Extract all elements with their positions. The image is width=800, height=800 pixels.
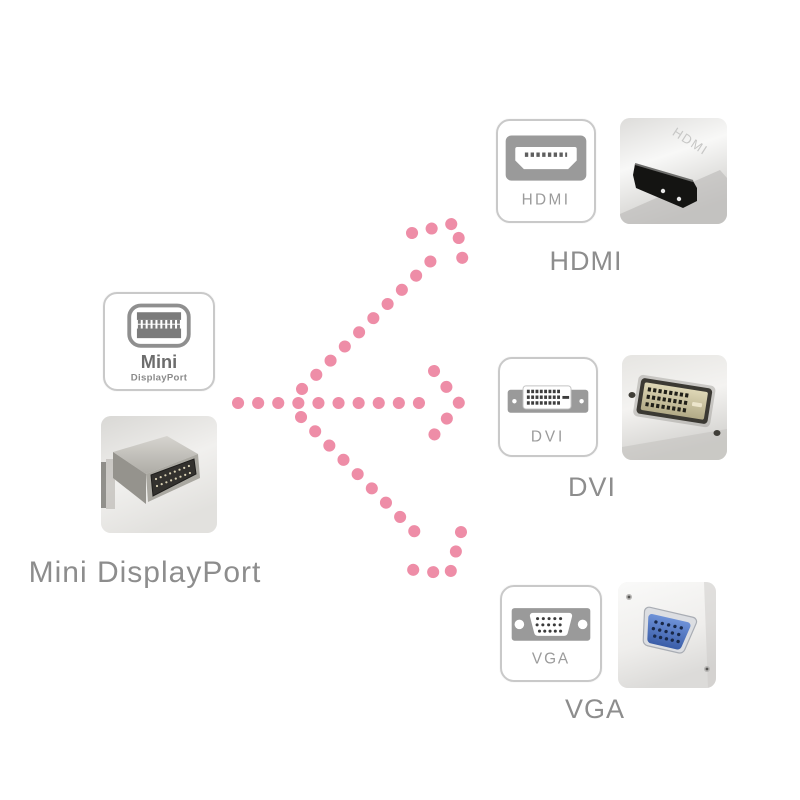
minidp-pins bbox=[136, 312, 182, 339]
hdmi-icon-card: HDMI bbox=[496, 119, 596, 223]
vga-port-icon: VGA bbox=[511, 608, 591, 668]
minidp-icon-subtitle: DisplayPort bbox=[131, 372, 188, 383]
minidp-icon-title: Mini bbox=[141, 351, 177, 372]
hdmi-icon-label: HDMI bbox=[522, 192, 571, 209]
dvi-photo bbox=[622, 355, 727, 460]
arrow-line-vga bbox=[295, 411, 430, 547]
arrowhead-dvi bbox=[428, 365, 465, 441]
hdmi-photo: HDMI bbox=[620, 118, 727, 224]
dvi-caption: DVI bbox=[567, 472, 616, 502]
hdmi-caption: HDMI bbox=[549, 246, 623, 276]
dvi-icon-pins bbox=[526, 389, 570, 405]
hdmi-port-photo: HDMI bbox=[620, 118, 727, 224]
arrow-line-hdmi bbox=[296, 242, 450, 395]
arrowhead-vga bbox=[400, 526, 467, 580]
vga-photo bbox=[618, 582, 716, 688]
dvi-icon-card: DVI bbox=[498, 357, 598, 457]
minidp-photo-pins bbox=[154, 464, 191, 488]
vga-icon-label: VGA bbox=[532, 651, 570, 668]
minidp-caption: Mini DisplayPort bbox=[28, 556, 262, 589]
minidp-photo bbox=[101, 416, 217, 533]
dvi-photo-connector bbox=[633, 374, 716, 428]
minidp-port-icon: Mini DisplayPort bbox=[127, 303, 191, 383]
vga-port-photo bbox=[618, 582, 716, 688]
dvi-port-icon: DVI bbox=[507, 385, 589, 446]
minidp-icon-card: Mini DisplayPort bbox=[103, 292, 215, 391]
vga-caption: VGA bbox=[564, 694, 626, 724]
vga-icon-card: VGA bbox=[500, 585, 602, 682]
vga-icon-pins bbox=[535, 617, 563, 633]
dvi-port-photo bbox=[622, 355, 727, 460]
minidp-connector-photo bbox=[101, 416, 217, 533]
hdmi-port-icon: HDMI bbox=[505, 135, 587, 209]
dvi-icon-label: DVI bbox=[531, 429, 565, 446]
vga-photo-connector bbox=[642, 606, 698, 654]
arrowhead-hdmi bbox=[406, 217, 469, 268]
